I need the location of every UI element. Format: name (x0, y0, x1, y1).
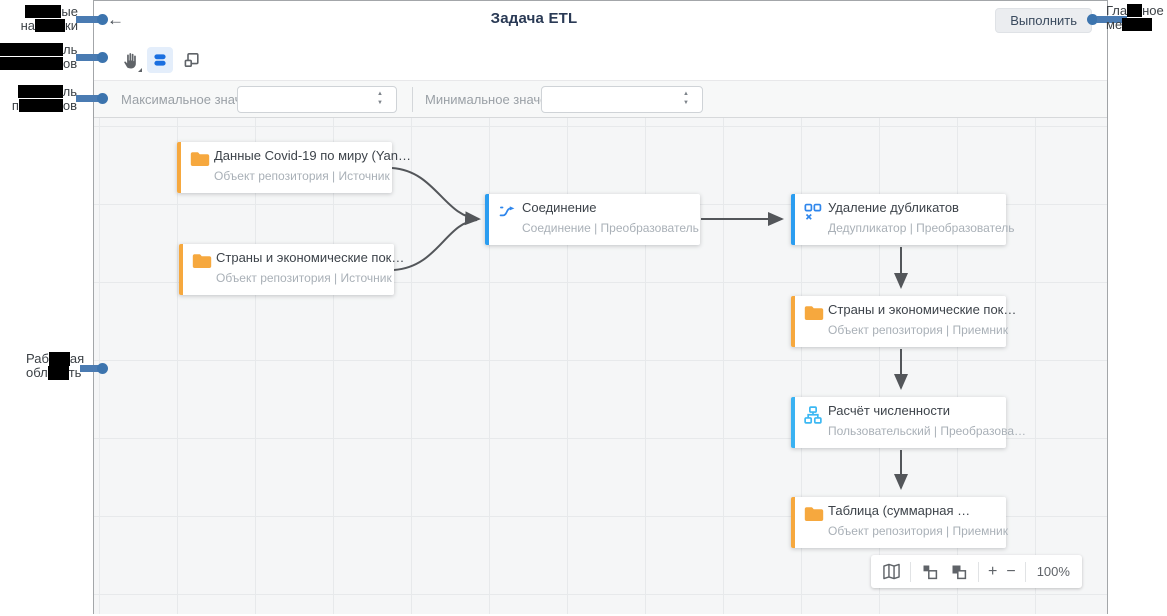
node-title: Данные Covid-19 по миру (Yan… (214, 148, 411, 163)
back-icon[interactable]: ← (107, 10, 124, 29)
parameter-divider (412, 87, 413, 112)
join-icon (498, 203, 518, 221)
node-subtitle: Пользовательский | Преобразова… (828, 424, 1026, 438)
folder-icon (192, 253, 212, 271)
flow-view-button[interactable] (147, 47, 173, 73)
redacted-label (0, 57, 63, 70)
folder-icon (190, 151, 210, 169)
page-title: Задача ETL (490, 10, 578, 27)
node-title: Страны и экономические пок… (828, 302, 1017, 317)
callout-dot (97, 14, 108, 25)
node-deduplicate[interactable]: Удаление дубликатов Дедупликатор | Преоб… (791, 194, 1014, 245)
callout-dot (97, 52, 108, 63)
pan-tool-dropdown-caret (138, 68, 142, 72)
flow-view-icon (151, 51, 169, 69)
node-source-covid-data[interactable]: Данные Covid-19 по миру (Yan… Объект реп… (177, 142, 411, 193)
node-title: Расчёт численности (828, 403, 951, 418)
spinner-down-icon[interactable]: ▼ (377, 100, 383, 106)
node-population-calc[interactable]: Расчёт численности Пользовательский | Пр… (791, 397, 1026, 448)
zoom-level: 100% (1036, 564, 1070, 579)
callout-line (76, 95, 99, 102)
zoom-controls: + − 100% (871, 555, 1082, 588)
folder-icon (804, 506, 824, 524)
app-window: ← Задача ETL Выполнить Максимальное знач… (93, 0, 1108, 614)
node-subtitle: Объект репозитория | Источник (216, 271, 392, 285)
callout-dot (97, 363, 108, 374)
callout-dot (1087, 14, 1098, 25)
callout-line (80, 365, 99, 372)
callout-line (76, 16, 99, 23)
hierarchy-icon (804, 406, 824, 424)
callout-line (76, 54, 99, 61)
zoom-out-icon[interactable]: − (1006, 562, 1016, 580)
max-value-spinner[interactable]: ▲ ▼ (375, 90, 385, 108)
redacted-label (18, 99, 63, 112)
node-subtitle: Соединение | Преобразователь (522, 221, 699, 235)
parameter-bar: Максимальное значение ▲ ▼ Минимальное зн… (94, 81, 1107, 118)
redacted-label (25, 5, 62, 18)
min-value-spinner[interactable]: ▲ ▼ (681, 90, 691, 108)
max-value-input[interactable] (237, 86, 397, 113)
redacted-label (1127, 4, 1143, 17)
node-subtitle: Объект репозитория | Приемник (828, 524, 1008, 538)
node-join[interactable]: Соединение Соединение | Преобразователь (485, 194, 700, 245)
callout-dot (97, 93, 108, 104)
redacted-label (1122, 18, 1153, 31)
spinner-down-icon[interactable]: ▼ (683, 100, 689, 106)
redacted-label (35, 19, 66, 32)
header: ← Задача ETL Выполнить (94, 1, 1107, 39)
toolbar (94, 39, 1107, 81)
node-subtitle: Дедупликатор | Преобразователь (828, 221, 1015, 235)
max-value-label: Максимальное значение (121, 92, 271, 107)
node-subtitle: Объект репозитория | Приемник (828, 323, 1008, 337)
zoombar-divider (1024, 561, 1026, 582)
node-title: Страны и экономические пок… (216, 250, 405, 265)
run-button[interactable]: Выполнить (995, 8, 1092, 33)
zoombar-divider (978, 561, 979, 582)
node-sink-countries[interactable]: Страны и экономические пок… Объект репоз… (791, 296, 1016, 347)
min-value-label: Минимальное значение (425, 92, 570, 107)
spinner-up-icon[interactable]: ▲ (377, 91, 383, 97)
workspace-canvas[interactable]: Данные Covid-19 по миру (Yan… Объект реп… (94, 118, 1107, 614)
zoombar-divider (910, 561, 911, 582)
node-sink-table[interactable]: Таблица (суммарная … Объект репозитория … (791, 497, 1008, 548)
node-title: Таблица (суммарная … (828, 503, 971, 518)
redacted-label (48, 352, 70, 366)
minimap-button[interactable] (881, 562, 901, 582)
node-title: Соединение (522, 200, 597, 215)
dedup-icon (804, 203, 824, 221)
annotation-toolbar: ль ов (0, 43, 77, 71)
node-subtitle: Объект репозитория | Источник (214, 169, 390, 183)
folder-icon (804, 305, 824, 323)
callout-line (1097, 16, 1127, 23)
spinner-up-icon[interactable]: ▲ (683, 91, 689, 97)
pan-tool-icon (120, 52, 137, 69)
expand-view-button[interactable] (179, 47, 205, 73)
node-title: Удаление дубликатов (828, 200, 959, 215)
expand-view-icon (183, 51, 201, 69)
redacted-label (0, 43, 63, 56)
zoom-in-icon[interactable]: + (988, 562, 998, 580)
fit-selection-icon[interactable] (949, 562, 969, 582)
node-source-countries[interactable]: Страны и экономические пок… Объект репоз… (179, 244, 404, 295)
redacted-label (17, 85, 63, 98)
min-value-input[interactable] (541, 86, 703, 113)
fit-screen-icon[interactable] (920, 562, 940, 582)
pan-tool-button[interactable] (115, 47, 142, 73)
redacted-label (47, 366, 69, 380)
